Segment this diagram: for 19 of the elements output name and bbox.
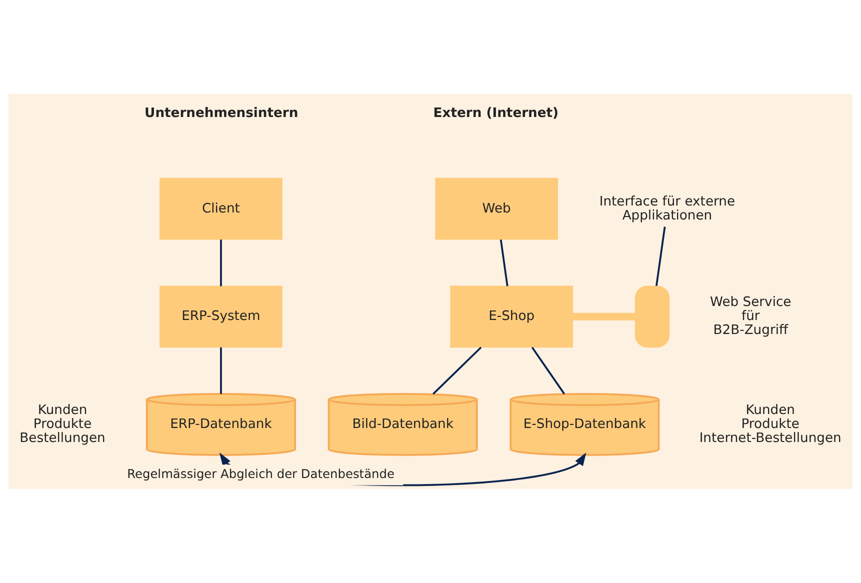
connector [500, 239, 508, 286]
connector [432, 346, 482, 395]
node-plug [634, 286, 670, 348]
node-box: E-Shop [450, 286, 573, 348]
node-label: Kunden Produkte Bestellungen [20, 402, 106, 446]
connector [220, 240, 222, 286]
connector [656, 226, 666, 286]
connector [531, 346, 566, 394]
connector [572, 312, 636, 320]
connector [220, 347, 222, 394]
node-box: ERP-System [160, 286, 282, 348]
node-text: Interface für externe Applikationen [599, 194, 736, 224]
edge-label: Regelmässiger Abgleich der Datenbestände [127, 467, 394, 482]
node-label: Web Service für B2B-Zugriff [710, 295, 792, 338]
label: Unternehmensintern [144, 106, 298, 122]
node-box: Client [160, 178, 282, 240]
node-box: Web [435, 178, 558, 240]
node-label: Kunden Produkte Internet-Bestellungen [699, 402, 842, 446]
label: Extern (Internet) [433, 106, 559, 122]
